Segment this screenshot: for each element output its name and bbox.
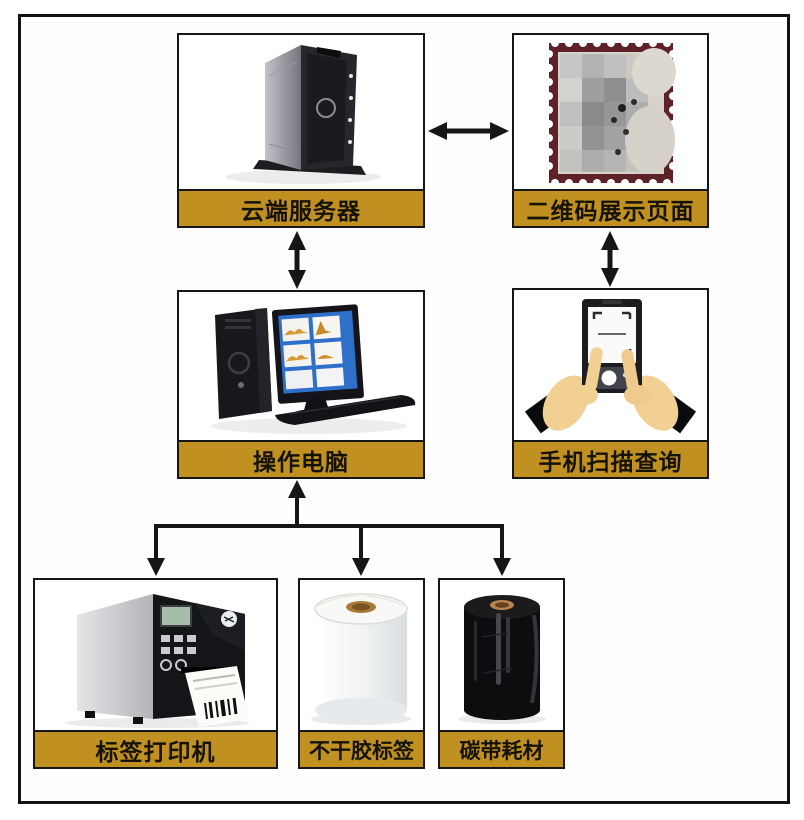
node-label-adhesive-label: 不干胶标签 — [298, 730, 425, 769]
node-qr-display-page: 二维码展示页面 — [512, 33, 709, 228]
label-printer-image — [33, 578, 278, 730]
desktop-computer-image — [177, 290, 425, 440]
server-tower-image — [177, 33, 425, 189]
node-label-cloud-server: 云端服务器 — [177, 189, 425, 228]
qr-code-stamp-image — [512, 33, 709, 189]
node-phone-scan-query: 手机扫描查询 — [512, 288, 709, 479]
label-roll-image — [298, 578, 425, 730]
node-label-operating-computer: 操作电脑 — [177, 440, 425, 479]
node-label-phone-scan-query: 手机扫描查询 — [512, 440, 709, 479]
ribbon-roll-image — [438, 578, 565, 730]
node-cloud-server: 云端服务器 — [177, 33, 425, 228]
node-label-ribbon-supplies: 碳带耗材 — [438, 730, 565, 769]
node-ribbon-supplies: 碳带耗材 — [438, 578, 565, 769]
node-operating-computer: 操作电脑 — [177, 290, 425, 479]
node-label-label-printer: 标签打印机 — [33, 730, 278, 769]
phone-scanning-image — [512, 288, 709, 440]
node-adhesive-label: 不干胶标签 — [298, 578, 425, 769]
node-label-qr-display-page: 二维码展示页面 — [512, 189, 709, 228]
node-label-printer: 标签打印机 — [33, 578, 278, 769]
